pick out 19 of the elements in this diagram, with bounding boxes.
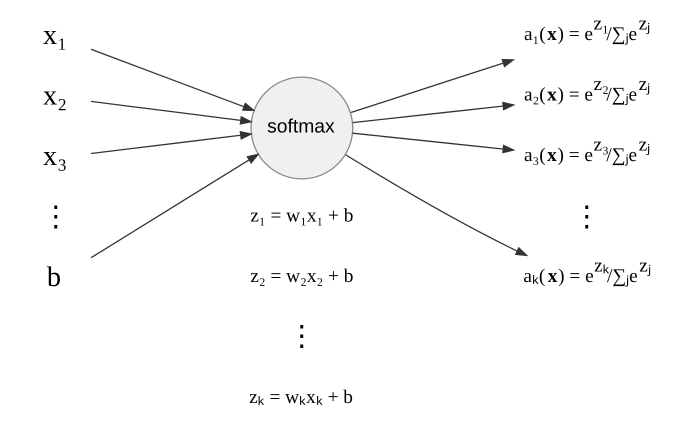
label: ⋮ <box>288 321 316 352</box>
node-text: x₃ <box>43 140 68 172</box>
label: z₁ = w₁x₁ + b <box>250 205 354 226</box>
arrow <box>345 154 528 256</box>
label: ⋮ <box>42 201 70 232</box>
arrow <box>90 100 253 125</box>
node-text: x₁ <box>43 20 68 51</box>
label: zₖ = wₖxₖ + b <box>249 386 353 408</box>
arrow <box>352 132 516 154</box>
arrow <box>90 130 253 154</box>
arrow <box>352 102 516 124</box>
label: z₂ = w₂x₂ + b <box>250 266 354 287</box>
arrow <box>350 58 516 114</box>
node-text: b <box>46 262 62 293</box>
arrow <box>90 48 256 112</box>
node-text: x₂ <box>43 80 68 112</box>
node-circle: softmax <box>250 76 354 180</box>
arrow <box>90 153 260 258</box>
label: ⋮ <box>572 201 600 232</box>
